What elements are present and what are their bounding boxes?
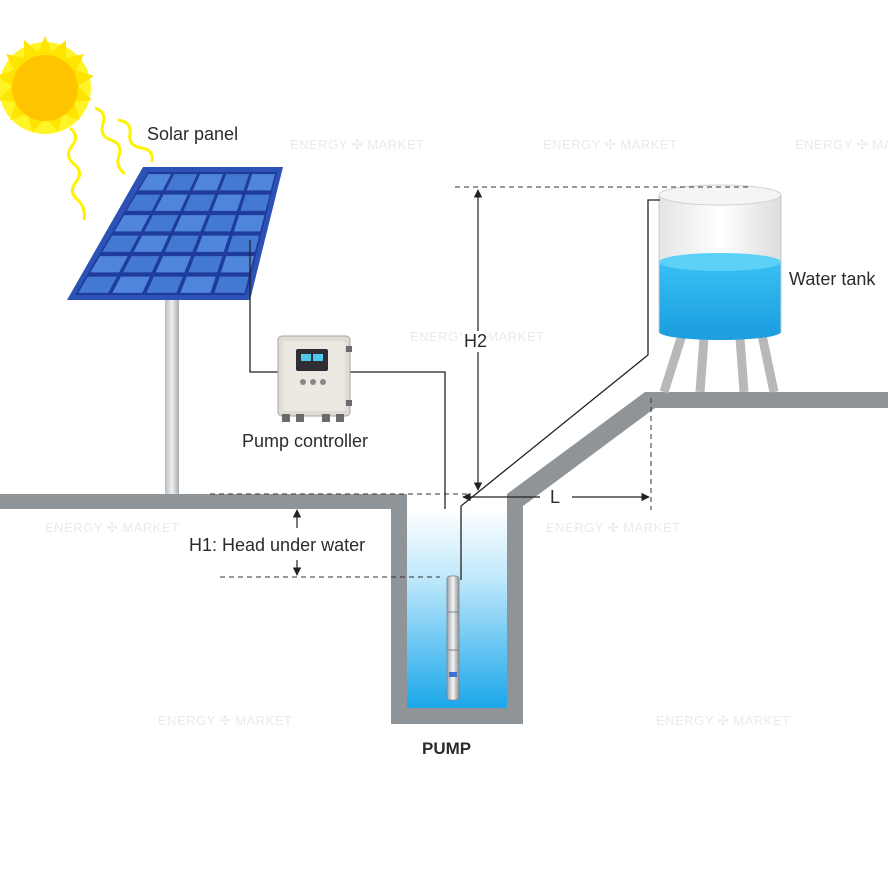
panel-cell xyxy=(214,276,249,293)
water-tank xyxy=(658,184,782,340)
panel-wire xyxy=(249,240,282,373)
panel-cell xyxy=(114,215,150,232)
panel-cell xyxy=(211,194,243,211)
panel-cell xyxy=(180,276,216,293)
sun-rays xyxy=(67,106,154,221)
panel-cell xyxy=(102,235,139,252)
panel-cell xyxy=(196,235,230,252)
panel-cell xyxy=(233,215,265,232)
panel-cell xyxy=(90,256,128,273)
watermark: ENERGY ✣ MARKET xyxy=(158,713,293,728)
panel-cell xyxy=(174,215,207,232)
pump-label: PUMP xyxy=(422,739,472,758)
h1-label: H1: Head under water xyxy=(189,535,366,555)
panel-cell xyxy=(164,235,199,252)
watermark: ENERGY ✣ MARKET xyxy=(546,520,681,535)
panel-cell xyxy=(227,235,260,252)
panel-cell xyxy=(155,256,191,273)
panel-cell xyxy=(133,235,169,252)
panel-cell xyxy=(246,174,275,191)
pump-controller xyxy=(277,335,352,422)
solar-panel xyxy=(67,167,283,300)
panel-cell xyxy=(138,174,172,191)
solar-panel-label: Solar panel xyxy=(147,124,239,144)
watermark: ENERGY ✣ MARKET xyxy=(795,137,888,152)
ground xyxy=(0,392,888,724)
panel-cell xyxy=(204,215,236,232)
sun-icon xyxy=(0,36,94,134)
panel-cell xyxy=(219,174,249,191)
panel-cell xyxy=(112,276,150,293)
panel-pole xyxy=(165,296,179,496)
panel-cell xyxy=(165,174,198,191)
submersible-pump xyxy=(446,575,460,701)
panel-cell xyxy=(188,256,223,273)
watermark: ENERGY ✣ MARKET xyxy=(45,520,180,535)
panel-cell xyxy=(78,276,117,293)
l-label: L xyxy=(550,487,561,507)
tank-stand xyxy=(659,333,779,394)
panel-cell xyxy=(220,256,254,273)
watermark: ENERGY ✣ MARKET xyxy=(543,137,678,152)
pump-controller-label: Pump controller xyxy=(242,431,369,451)
panel-cell xyxy=(126,194,161,211)
h2-label: H2 xyxy=(462,331,490,352)
panel-cell xyxy=(192,174,224,191)
panel-cell xyxy=(240,194,270,211)
watermark: ENERGY ✣ MARKET xyxy=(290,137,425,152)
delivery-pipe xyxy=(460,199,660,580)
l-dimension xyxy=(462,398,652,510)
water-tank-label: Water tank xyxy=(789,269,876,289)
panel-cell xyxy=(144,215,179,232)
panel-cell xyxy=(155,194,188,211)
watermark: ENERGY ✣ MARKET xyxy=(656,713,791,728)
panel-cell xyxy=(123,256,160,273)
panel-cell xyxy=(183,194,215,211)
h1-dimension xyxy=(210,493,470,578)
panel-cell xyxy=(146,276,183,293)
